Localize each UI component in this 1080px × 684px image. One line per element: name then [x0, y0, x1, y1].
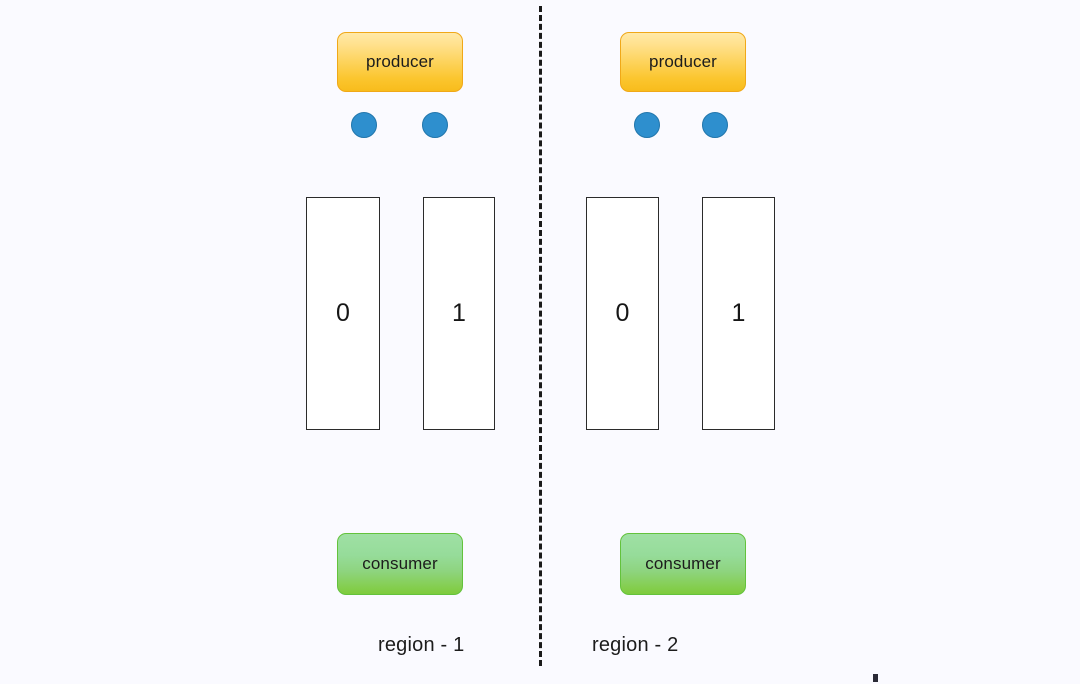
- producer-node-region-2[interactable]: producer: [620, 32, 746, 92]
- region-divider: [539, 6, 542, 666]
- consumer-node-region-2[interactable]: consumer: [620, 533, 746, 595]
- producer-label: producer: [366, 52, 434, 71]
- partition-label: 1: [731, 299, 746, 327]
- region-label-2: region - 2: [592, 634, 679, 656]
- partition-label: 0: [336, 299, 350, 327]
- message-dot-region-2-1: [702, 112, 728, 138]
- partition-region-1-1[interactable]: 1: [423, 197, 495, 430]
- partition-label: 1: [452, 299, 466, 327]
- consumer-node-region-1[interactable]: consumer: [337, 533, 463, 595]
- producer-label: producer: [649, 52, 717, 71]
- partition-region-2-0[interactable]: 0: [586, 197, 659, 430]
- consumer-label: consumer: [362, 554, 438, 573]
- message-dot-region-1-1: [422, 112, 448, 138]
- message-dot-region-1-0: [351, 112, 377, 138]
- partition-region-2-1[interactable]: 1: [702, 197, 775, 430]
- region-label-1: region - 1: [378, 634, 465, 656]
- partition-region-1-0[interactable]: 0: [306, 197, 380, 430]
- consumer-label: consumer: [645, 554, 721, 573]
- producer-node-region-1[interactable]: producer: [337, 32, 463, 92]
- partition-label: 0: [615, 299, 630, 327]
- message-dot-region-2-0: [634, 112, 660, 138]
- cursor-artifact: [873, 674, 878, 682]
